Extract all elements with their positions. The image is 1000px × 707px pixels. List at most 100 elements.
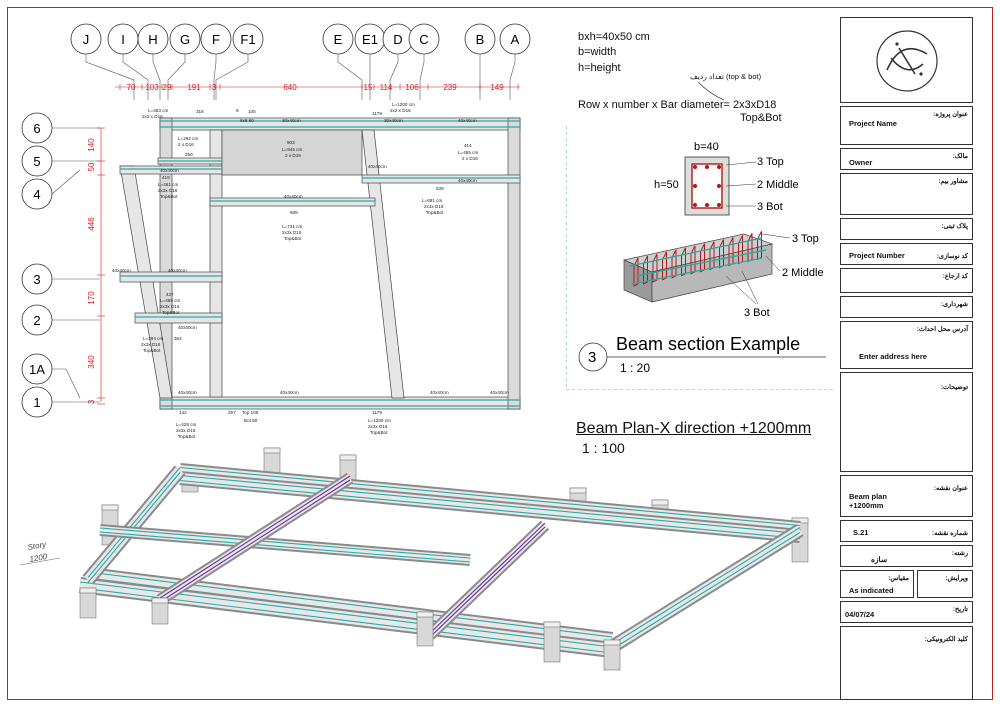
column-label-A: A [511, 32, 520, 47]
project-name-value: Project Name [849, 119, 897, 128]
sheet-title-fa: عنوان نقشه: [933, 485, 968, 492]
scale-fa: مقیاس: [888, 575, 909, 582]
label-1179: 1179 [372, 111, 382, 116]
label-40x40-a: 40x40cm [160, 168, 179, 173]
label-40x40-c: 40x40cm [458, 178, 477, 183]
label-40x40-h: 40x40cm [178, 390, 197, 395]
label-b9d: Top&Bot [160, 194, 178, 199]
label-b5: L=1200 cm [392, 102, 415, 107]
section-bars [693, 165, 721, 207]
cell-reference[interactable]: کد ارجاع: [840, 268, 973, 293]
label-b6: 903 [287, 140, 295, 145]
row-dim-5: 3 [87, 399, 96, 404]
label-b8c: 250 [185, 152, 193, 157]
row-dim-0: 140 [87, 138, 96, 152]
address-value: Enter address here [859, 352, 927, 361]
sheet-number-value: S.21 [853, 528, 869, 537]
cell-sheet-number[interactable]: شماره نقشه: S.21 [840, 520, 973, 542]
column-dim-2: 29 [163, 83, 172, 92]
row-label-5: 5 [33, 154, 40, 169]
section-bot-label: 3 Bot [757, 201, 783, 213]
label-b5b: 2x2 x D16 [390, 108, 411, 113]
cell-description[interactable]: توضیحات: [840, 372, 973, 472]
cell-date[interactable]: تاریخ: 04/07/24 [840, 601, 973, 623]
label-b13c: Top&Bot [143, 348, 161, 353]
label-b7c: 2 x D16 [462, 156, 478, 161]
iso-level-label: 1200 [29, 552, 49, 564]
cell-discipline[interactable]: رشته: سازه [840, 545, 973, 567]
label-40x40-i: 40x40cm [280, 390, 299, 395]
label-b16c: 2x3x D16 [368, 424, 388, 429]
legend-bxh: bxh=40x50 cm [578, 31, 650, 43]
label-b8: L=292 cm [178, 136, 198, 141]
cell-scale[interactable]: مقیاس: As indicated [840, 570, 914, 598]
beam-F [209, 129, 223, 398]
row-label-1A: 1A [29, 362, 45, 377]
label-b15c: Bot 80 [244, 418, 258, 423]
label-b14b: L=428 cm [176, 422, 196, 427]
label-b12: 427 [166, 292, 174, 297]
row-dim-2: 446 [87, 217, 96, 231]
label-b3b: 30x40cm [384, 118, 403, 123]
beam-grid-2 [134, 312, 223, 324]
plan-scale: 1 : 100 [582, 440, 625, 456]
label-b4: 40x40cm [458, 118, 477, 123]
cell-plate[interactable]: پلاک ثبتی: [840, 218, 973, 240]
cell-municipality[interactable]: شهرداری: [840, 296, 973, 318]
discipline-fa: رشته: [951, 550, 968, 557]
discipline-value: سازه [871, 555, 888, 564]
label-b10d: Top&Bot [426, 210, 444, 215]
plate-fa: پلاک ثبتی: [941, 223, 968, 230]
section-number: 3 [588, 349, 596, 366]
municipality-fa: شهرداری: [940, 301, 968, 308]
column-dim-5: 640 [283, 83, 297, 92]
project-number-value: Project Number [849, 251, 905, 260]
revision-fa: ویرایش: [945, 575, 968, 582]
column-label-E1: E1 [362, 32, 378, 47]
column-label-H: H [148, 32, 157, 47]
label-40x40-e: 40x40cm [112, 268, 131, 273]
beam-grid-1 [159, 396, 521, 410]
column-label-E: E [334, 32, 343, 47]
column-label-G: G [180, 32, 190, 47]
cell-consultant[interactable]: مشاور بیم: [840, 173, 973, 215]
cell-project-name[interactable]: عنوان پروژه: Project Name [840, 106, 973, 145]
slab-recess [221, 129, 363, 176]
label-b14c: 2x3x D16 [176, 428, 196, 433]
date-value: 04/07/24 [845, 610, 875, 619]
row-label-1: 1 [33, 395, 40, 410]
label-40x40-k: 40x40cm [490, 390, 509, 395]
column-dim-4: 3 [212, 83, 217, 92]
row-label-6: 6 [33, 121, 40, 136]
iso-middle-label: 2 Middle [782, 267, 824, 279]
row-dim-4: 340 [87, 355, 96, 369]
label-b11b: L=731 cm [282, 224, 302, 229]
cell-owner[interactable]: مالک: Owner [840, 148, 973, 170]
label-b3: 30x40cm [282, 118, 301, 123]
reference-fa: کد ارجاع: [942, 273, 968, 280]
cell-revision[interactable]: ویرایش: [917, 570, 973, 598]
cell-project-number[interactable]: کد نوسازی: Project Number [840, 243, 973, 265]
label-b7b: L=455 cm [458, 150, 478, 155]
iso-story-label: Story [27, 540, 48, 552]
legend-formula: Row x number x Bar diameter= 2x3xD18 [578, 99, 777, 111]
column-dim-0: 70 [127, 83, 136, 92]
section-scale: 1 : 20 [620, 361, 650, 375]
section-top-label: 3 Top [757, 156, 784, 168]
legend-height: h=height [578, 62, 621, 74]
cell-address[interactable]: آدرس محل احداث: Enter address here [840, 321, 973, 369]
label-b9c: 2x3x D16 [158, 188, 178, 193]
owner-fa: مالک: [952, 153, 968, 160]
consultant-fa: مشاور بیم: [938, 178, 968, 185]
beam-grid-4-right [361, 174, 521, 184]
logo [876, 30, 938, 92]
cell-signature[interactable]: کلید الکترونیکی: [840, 626, 973, 700]
cell-sheet-title[interactable]: عنوان نقشه: Beam plan +1200mm [840, 475, 973, 517]
label-b14: 142 [179, 410, 187, 415]
label-b7: 414 [464, 143, 472, 148]
row-dim-3: 170 [87, 291, 96, 305]
row-label-3: 3 [33, 272, 40, 287]
column-dim-7: 114 [380, 83, 393, 92]
